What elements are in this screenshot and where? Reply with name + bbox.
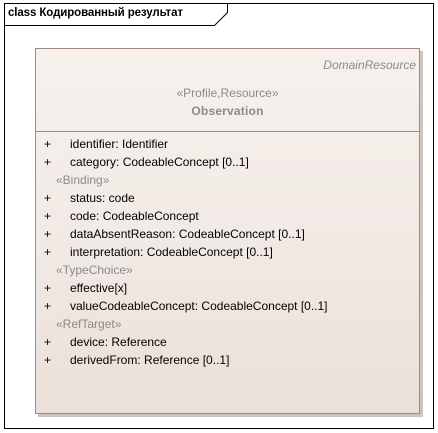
frame-title: class Кодированный результат: [8, 7, 183, 19]
stereotype-group-label: «TypeChoice»: [56, 263, 133, 277]
visibility-marker: +: [44, 299, 52, 313]
attribute-text: valueCodeableConcept: CodeableConcept [0…: [70, 299, 328, 313]
attribute-text: interpretation: CodeableConcept [0..1]: [70, 245, 273, 259]
stereotype-group-label: «RefTarget»: [56, 317, 122, 331]
attribute-text: effective[x]: [70, 281, 128, 295]
attribute-row[interactable]: + effective[x]: [36, 279, 419, 297]
attribute-row[interactable]: + interpretation: CodeableConcept [0..1]: [36, 243, 419, 261]
attribute-text: code: CodeableConcept: [70, 209, 199, 223]
attribute-row[interactable]: + dataAbsentReason: CodeableConcept [0..…: [36, 225, 419, 243]
attribute-compartment: + identifier: Identifier + category: Cod…: [36, 135, 419, 369]
compartment-divider: [36, 131, 419, 132]
attribute-text: derivedFrom: Reference [0..1]: [70, 353, 230, 367]
attribute-row[interactable]: + identifier: Identifier: [36, 135, 419, 153]
attribute-row[interactable]: + valueCodeableConcept: CodeableConcept …: [36, 297, 419, 315]
visibility-marker: +: [44, 137, 52, 151]
attribute-row[interactable]: + device: Reference: [36, 333, 419, 351]
visibility-marker: +: [44, 281, 52, 295]
attribute-text: identifier: Identifier: [70, 137, 169, 151]
class-name: Observation: [191, 104, 264, 118]
visibility-marker: +: [44, 353, 52, 367]
attribute-row[interactable]: + category: CodeableConcept [0..1]: [36, 153, 419, 171]
frame-name: Кодированный результат: [39, 7, 183, 19]
diagram-frame: class Кодированный результат DomainResou…: [4, 3, 434, 429]
class-box-observation[interactable]: DomainResource «Profile,Resource» Observ…: [35, 48, 420, 414]
visibility-marker: +: [44, 209, 52, 223]
attribute-row[interactable]: + derivedFrom: Reference [0..1]: [36, 351, 419, 369]
stereotype-group-label: «Binding»: [56, 173, 110, 187]
attribute-row[interactable]: + code: CodeableConcept: [36, 207, 419, 225]
visibility-marker: +: [44, 191, 52, 205]
visibility-marker: +: [44, 155, 52, 169]
attribute-text: device: Reference: [70, 335, 167, 349]
visibility-marker: +: [44, 227, 52, 241]
attribute-text: status: code: [70, 191, 135, 205]
attribute-text: dataAbsentReason: CodeableConcept [0..1]: [70, 227, 305, 241]
parent-class-name: DomainResource: [323, 58, 416, 72]
attribute-text: category: CodeableConcept [0..1]: [70, 155, 249, 169]
frame-keyword: class: [8, 7, 37, 19]
visibility-marker: +: [44, 335, 52, 349]
attribute-row[interactable]: + status: code: [36, 189, 419, 207]
visibility-marker: +: [44, 245, 52, 259]
class-stereotype: «Profile,Resource»: [176, 86, 279, 100]
